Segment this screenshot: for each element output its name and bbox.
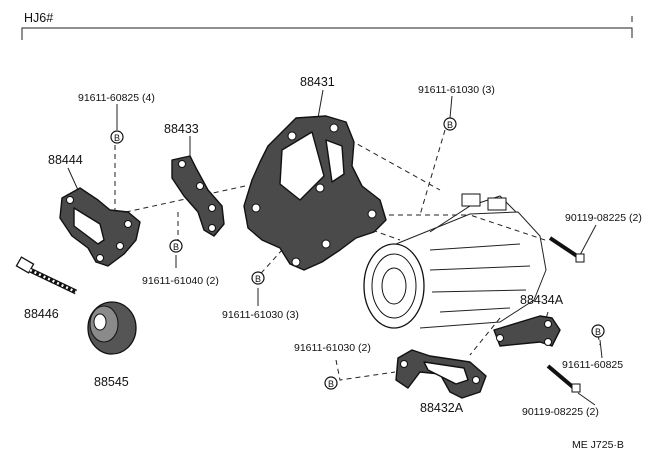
- bolt-marker-4: B: [251, 271, 265, 285]
- label-88545: 88545: [94, 375, 129, 389]
- label-91611-61030-2: 91611-61030 (2): [294, 342, 371, 354]
- compressor-drawing: [363, 193, 547, 329]
- bolt-marker-letter: B: [447, 120, 453, 130]
- label-90119-08225-2-top: 90119-08225 (2): [565, 212, 642, 224]
- bracket-88433-drawing: [171, 155, 225, 237]
- bolt-marker-5: B: [324, 376, 338, 390]
- pulley-88545-drawing: [87, 301, 137, 355]
- label-91611-61030-3-top: 91611-61030 (3): [418, 84, 495, 96]
- bolt-marker-letter: B: [173, 242, 179, 252]
- bolt-marker-3: B: [169, 239, 183, 253]
- bolt-marker-letter: B: [114, 133, 120, 143]
- label-88434a: 88434A: [520, 293, 564, 307]
- header-bracket: [21, 16, 633, 40]
- label-88432a: 88432A: [420, 401, 464, 415]
- bracket-88444-drawing: [59, 187, 141, 267]
- bracket-88434a-drawing: [493, 315, 561, 347]
- label-90119-08225-2-bottom: 90119-08225 (2): [522, 406, 599, 418]
- diagram-ref: ME J725·B: [572, 439, 624, 451]
- model-code: HJ6#: [24, 11, 53, 25]
- bracket-88431-drawing: [243, 115, 387, 271]
- label-91611-61030-3-mid: 91611-61030 (3): [222, 309, 299, 321]
- bolt-marker-letter: B: [595, 327, 601, 337]
- bolt-marker-2: B: [443, 117, 457, 131]
- bolt-marker-letter: B: [328, 379, 334, 389]
- bolt-marker-letter: B: [255, 274, 261, 284]
- bolt-90119-bottom-drawing: [546, 364, 581, 393]
- label-88431: 88431: [300, 75, 335, 89]
- bolt-marker-6: B: [591, 324, 605, 338]
- label-91611-61040-2: 91611-61040 (2): [142, 275, 219, 287]
- bolt-88446-drawing: [15, 256, 78, 295]
- label-91611-60825-right: 91611-60825: [562, 359, 623, 371]
- label-88444: 88444: [48, 153, 83, 167]
- label-91611-60825-4: 91611-60825 (4): [78, 92, 155, 104]
- bracket-88432a-drawing: [395, 349, 487, 399]
- label-88446: 88446: [24, 307, 59, 321]
- label-88433: 88433: [164, 122, 199, 136]
- leader-lines: [67, 89, 603, 406]
- bolt-marker-1: B: [110, 130, 124, 144]
- bolt-90119-top-drawing: [548, 236, 585, 263]
